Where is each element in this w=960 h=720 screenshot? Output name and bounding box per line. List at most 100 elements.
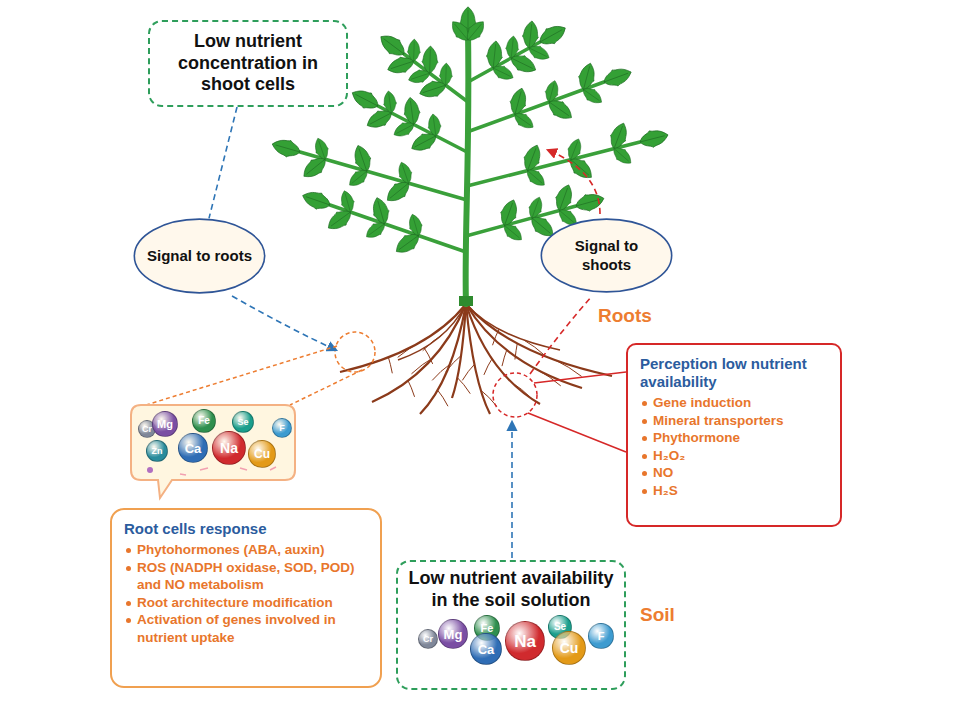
leaf-vein bbox=[549, 102, 569, 116]
leaf-blade bbox=[526, 42, 552, 63]
leaf-blade bbox=[552, 182, 576, 213]
leaf-vein bbox=[493, 44, 495, 68]
leaf-vein bbox=[359, 149, 367, 172]
leaf bbox=[576, 61, 598, 91]
leaf-vein bbox=[390, 183, 409, 198]
leaf-blade bbox=[382, 90, 398, 114]
leaf bbox=[610, 144, 635, 168]
list-item: H₂S bbox=[640, 482, 828, 500]
root-hair bbox=[411, 358, 433, 374]
leaf bbox=[490, 62, 516, 83]
leaf-vein bbox=[511, 39, 513, 58]
leaf-vein bbox=[576, 199, 601, 206]
leaf bbox=[523, 166, 548, 190]
leaf-vein bbox=[529, 24, 531, 48]
leaf-blade bbox=[270, 136, 302, 160]
plant-branch bbox=[467, 82, 604, 132]
leaf-vein bbox=[532, 218, 550, 233]
root-zone-circle bbox=[335, 332, 375, 372]
leaf bbox=[507, 86, 529, 116]
perception-box: Perception low nutrient availabilityGene… bbox=[626, 343, 842, 527]
leaf-vein bbox=[528, 171, 543, 184]
node-text: Low nutrient concentration in shoot cell… bbox=[160, 31, 336, 96]
leaf-vein bbox=[396, 124, 413, 133]
leaf-blade bbox=[638, 127, 670, 151]
response-box: Root cells responsePhytohormones (ABA, a… bbox=[110, 508, 382, 688]
leaf-vein bbox=[306, 197, 330, 205]
leaf-vein bbox=[306, 159, 325, 174]
leaf bbox=[511, 109, 537, 132]
signal-arrow bbox=[511, 422, 513, 558]
leaf-blade bbox=[422, 46, 439, 74]
node-text: Signal to roots bbox=[145, 247, 254, 266]
leaf-blade bbox=[338, 189, 357, 214]
leaf-vein bbox=[319, 141, 325, 159]
leaf-blade bbox=[497, 197, 521, 228]
leaf-blade bbox=[565, 137, 585, 162]
leaf bbox=[520, 142, 545, 173]
leaf bbox=[338, 189, 357, 214]
leaf-blade bbox=[574, 190, 606, 214]
leaf-vein bbox=[369, 224, 385, 235]
leaf bbox=[346, 166, 371, 190]
leaf-blade bbox=[395, 160, 414, 185]
root-hair bbox=[462, 364, 474, 380]
node-text: Perception low nutrient availability bbox=[640, 355, 828, 391]
leaf bbox=[463, 17, 489, 44]
root-hair bbox=[515, 344, 517, 360]
element-symbol: Ca bbox=[178, 433, 208, 463]
leaf bbox=[312, 136, 331, 161]
leaf-blade bbox=[407, 67, 432, 86]
leaf-blade bbox=[407, 39, 421, 62]
root bbox=[452, 304, 466, 398]
root-system bbox=[340, 304, 612, 414]
leaf bbox=[382, 90, 398, 114]
leaf-vein bbox=[331, 212, 350, 226]
list-item: ROS (NADPH oxidase, SOD, POD) and NO met… bbox=[124, 559, 368, 594]
signal-ellipse: Signal to roots bbox=[133, 218, 266, 294]
leaf-blade bbox=[610, 144, 635, 168]
root-hair bbox=[423, 335, 442, 351]
leaf bbox=[497, 197, 521, 228]
leaf-blade bbox=[346, 166, 371, 190]
leaf bbox=[300, 188, 333, 214]
root-cell bbox=[131, 405, 295, 498]
root-hair bbox=[524, 340, 546, 356]
leaf-blade bbox=[601, 64, 634, 90]
root-hair bbox=[512, 382, 532, 398]
root-hair bbox=[432, 364, 450, 380]
leaf-blade bbox=[391, 119, 417, 141]
leaf-blade bbox=[511, 109, 537, 132]
leaf-vein bbox=[413, 42, 415, 61]
leaf-vein bbox=[528, 148, 536, 170]
node-text: Low nutrient availability in the soil so… bbox=[406, 568, 616, 611]
leaf-vein bbox=[583, 66, 589, 89]
leaf-blade bbox=[426, 113, 442, 137]
leaf bbox=[426, 113, 442, 137]
leaf-blade bbox=[607, 120, 632, 151]
leaf bbox=[270, 136, 302, 160]
leaf bbox=[422, 46, 439, 74]
leaf-vein bbox=[370, 113, 391, 124]
root-hair bbox=[556, 360, 582, 376]
leaf-vein bbox=[614, 126, 622, 148]
leaf-blade bbox=[300, 188, 333, 214]
leaf-vein bbox=[505, 203, 513, 226]
leaf bbox=[552, 182, 576, 213]
element-symbol: Cu bbox=[552, 631, 586, 665]
leaf bbox=[543, 79, 561, 104]
leaf bbox=[485, 40, 504, 69]
leaf bbox=[407, 67, 432, 86]
element-symbol: Mg bbox=[438, 619, 468, 649]
signal-arrow bbox=[530, 296, 592, 374]
leaf-vein bbox=[468, 24, 481, 40]
leaf-vein bbox=[391, 61, 414, 68]
leaf bbox=[580, 84, 606, 107]
leaf-vein bbox=[402, 165, 408, 183]
leaf-vein bbox=[571, 141, 578, 159]
list-item: Root architecture modification bbox=[124, 594, 368, 612]
element-symbol: Ca bbox=[470, 633, 502, 665]
leaf bbox=[536, 21, 570, 50]
root bbox=[466, 304, 560, 350]
